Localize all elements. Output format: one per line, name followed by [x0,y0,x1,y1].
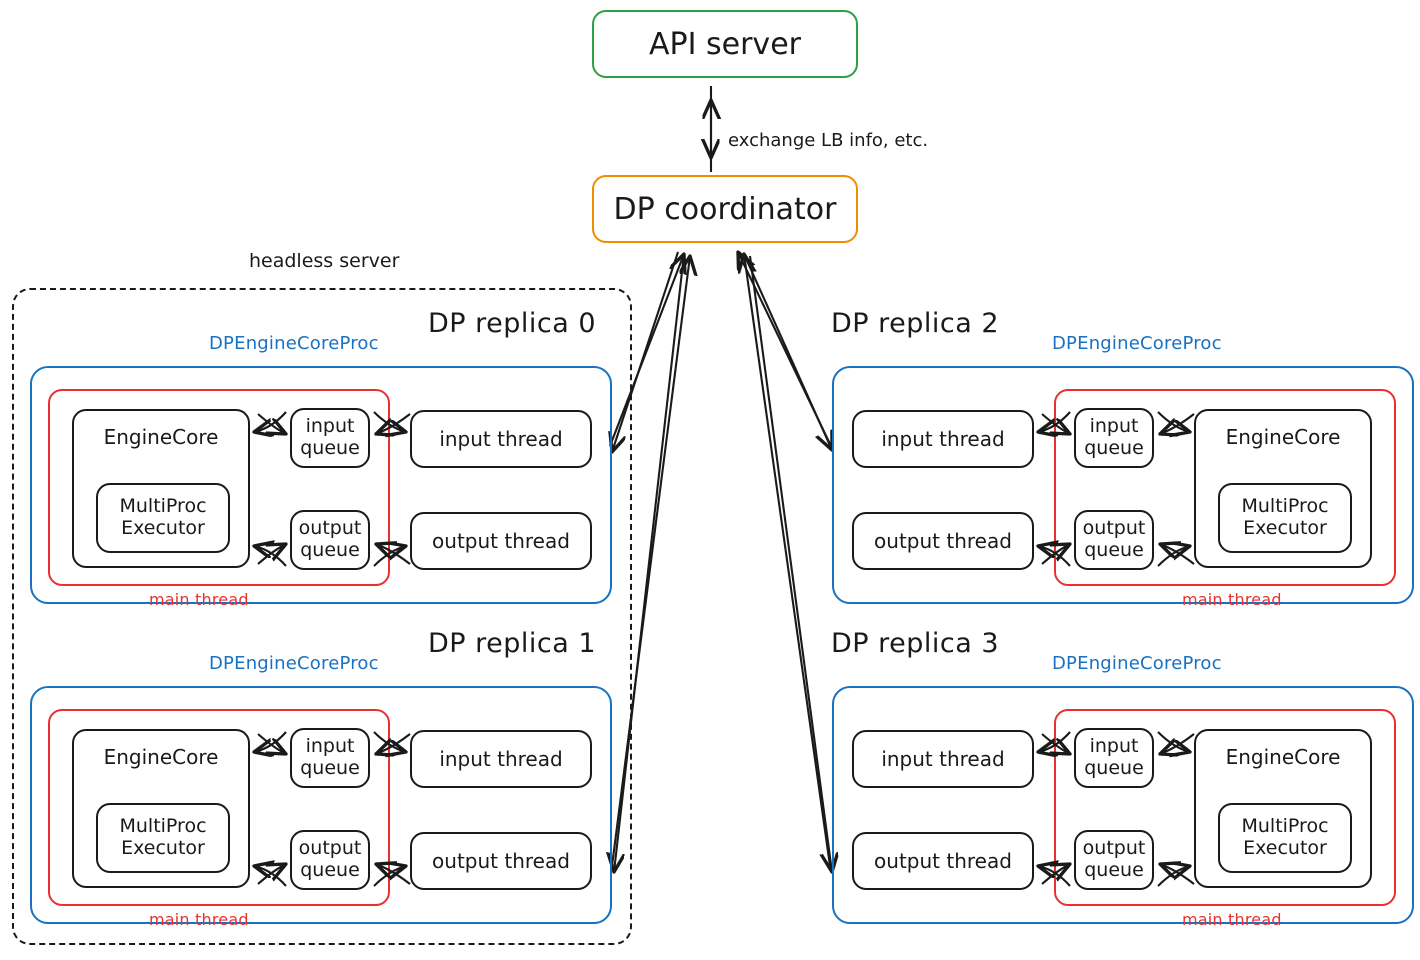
replica-1-process-label: DPEngineCoreProc [209,653,379,674]
replica-1-input-thread-label: input thread [439,747,563,771]
replica-1-main-thread-box [48,709,390,906]
replica-2-multiproc-executor-label-2: Executor [1243,517,1327,539]
replica-3-process-label: DPEngineCoreProc [1052,653,1222,674]
replica-2-output-thread-label: output thread [874,529,1012,553]
replica-3-input-queue-label-1: input [1089,735,1139,758]
headless-server-group [12,288,632,945]
replica-2-input-thread-label: input thread [881,427,1005,451]
replica-2-input-queue[interactable]: input queue [1074,408,1154,468]
replica-3-main-thread-label: main thread [1182,910,1282,929]
replica-3-input-queue[interactable]: input queue [1074,728,1154,788]
replica-2-engine-core-label: EngineCore [1225,425,1341,449]
replica-2-output-queue-label-2: queue [1084,539,1144,561]
replica-1-input-queue-label-1: input [305,735,355,758]
replica-0-main-thread-label: main thread [149,590,249,609]
dp-coordinator-label: DP coordinator [613,191,837,227]
replica-2-process-box [832,366,1414,604]
replica-1-engine-core[interactable]: EngineCore MultiProc Executor [72,729,250,888]
replica-3-output-queue-label-1: output [1082,837,1146,860]
replica-2-input-queue-label-1: input [1089,415,1139,438]
replica-1-input-thread[interactable]: input thread [410,730,592,788]
replica-3-engine-core[interactable]: EngineCore MultiProc Executor [1194,729,1372,888]
replica-3-output-queue-label-2: queue [1084,859,1144,881]
replica-3-output-queue[interactable]: output queue [1074,830,1154,890]
replica-0-multiproc-executor-label-1: MultiProc [119,495,207,518]
replica-2-title: DP replica 2 [831,308,1000,339]
replica-1-output-queue-label-1: output [298,837,362,860]
replica-2-main-thread-box [1054,389,1396,586]
replica-0-output-queue[interactable]: output queue [290,510,370,570]
replica-0-input-queue[interactable]: input queue [290,408,370,468]
replica-0-engine-core-label: EngineCore [103,425,219,449]
replica-0-multiproc-executor-label-2: Executor [121,517,205,539]
replica-3-main-thread-box [1054,709,1396,906]
replica-0-process-label: DPEngineCoreProc [209,333,379,354]
replica-0-main-thread-box [48,389,390,586]
replica-0-multiproc-executor[interactable]: MultiProc Executor [96,483,230,553]
replica-1-multiproc-executor[interactable]: MultiProc Executor [96,803,230,873]
replica-0-title: DP replica 0 [428,308,597,339]
replica-1-process-box [30,686,612,924]
replica-3-input-thread-label: input thread [881,747,1005,771]
replica-3-engine-core-label: EngineCore [1225,745,1341,769]
api-server-node[interactable]: API server [592,10,858,78]
replica-1-input-queue[interactable]: input queue [290,728,370,788]
replica-0-output-queue-label-2: queue [300,539,360,561]
replica-1-main-thread-label: main thread [149,910,249,929]
replica-1-input-queue-label-2: queue [300,757,360,779]
replica-0-output-thread-label: output thread [432,529,570,553]
replica-3-output-thread[interactable]: output thread [852,832,1034,890]
replica-3-input-thread[interactable]: input thread [852,730,1034,788]
replica-0-input-queue-label-1: input [305,415,355,438]
replica-3-multiproc-executor[interactable]: MultiProc Executor [1218,803,1352,873]
replica-1-output-queue-label-2: queue [300,859,360,881]
replica-1-multiproc-executor-label-1: MultiProc [119,815,207,838]
replica-1-engine-core-label: EngineCore [103,745,219,769]
replica-0-output-queue-label-1: output [298,517,362,540]
replica-1-output-queue[interactable]: output queue [290,830,370,890]
replica-0-input-thread[interactable]: input thread [410,410,592,468]
replica-2-main-thread-label: main thread [1182,590,1282,609]
replica-0-output-thread[interactable]: output thread [410,512,592,570]
replica-2-input-queue-label-2: queue [1084,437,1144,459]
dp-coordinator-node[interactable]: DP coordinator [592,175,858,243]
replica-2-output-queue-label-1: output [1082,517,1146,540]
replica-0-engine-core[interactable]: EngineCore MultiProc Executor [72,409,250,568]
replica-1-output-thread-label: output thread [432,849,570,873]
replica-2-process-label: DPEngineCoreProc [1052,333,1222,354]
replica-2-input-thread[interactable]: input thread [852,410,1034,468]
edge-label-exchange-lb-info: exchange LB info, etc. [728,130,929,151]
replica-2-multiproc-executor-label-1: MultiProc [1241,495,1329,518]
replica-1-multiproc-executor-label-2: Executor [121,837,205,859]
replica-3-process-box [832,686,1414,924]
replica-0-process-box [30,366,612,604]
replica-1-output-thread[interactable]: output thread [410,832,592,890]
replica-3-output-thread-label: output thread [874,849,1012,873]
replica-2-multiproc-executor[interactable]: MultiProc Executor [1218,483,1352,553]
replica-2-output-queue[interactable]: output queue [1074,510,1154,570]
replica-3-multiproc-executor-label-2: Executor [1243,837,1327,859]
replica-0-input-thread-label: input thread [439,427,563,451]
api-server-label: API server [649,26,801,62]
replica-1-title: DP replica 1 [428,628,597,659]
replica-3-input-queue-label-2: queue [1084,757,1144,779]
replica-0-input-queue-label-2: queue [300,437,360,459]
replica-2-engine-core[interactable]: EngineCore MultiProc Executor [1194,409,1372,568]
replica-3-title: DP replica 3 [831,628,1000,659]
replica-3-multiproc-executor-label-1: MultiProc [1241,815,1329,838]
replica-2-output-thread[interactable]: output thread [852,512,1034,570]
headless-server-label: headless server [249,250,400,272]
